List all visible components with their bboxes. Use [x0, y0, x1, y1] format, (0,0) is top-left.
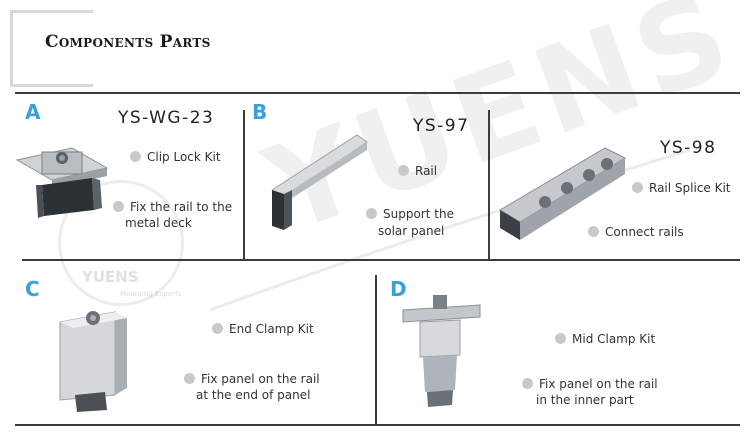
item-desc-a: Fix the rail to the	[113, 199, 232, 215]
watermark-logo-text: YUENS	[82, 268, 139, 286]
item-desc-d: Fix panel on the rail	[522, 376, 658, 392]
item-name-b-text: Rail	[415, 164, 438, 178]
divider-middle	[22, 259, 740, 261]
end-clamp-kit-image	[59, 311, 127, 412]
watermark-logo	[58, 180, 184, 306]
bullet-dot	[130, 151, 141, 162]
model-number-b2: YS-98	[660, 138, 717, 158]
item-desc-a-line1: Fix the rail to the	[130, 200, 233, 214]
mid-clamp-kit-image	[402, 295, 481, 407]
bullet-dot	[522, 378, 533, 389]
item-desc-b-line1: Support the	[383, 207, 454, 221]
item-name-c: End Clamp Kit	[212, 321, 314, 337]
section-letter-d: D	[390, 277, 407, 301]
bullet-dot	[555, 333, 566, 344]
item-desc-d-line2: in the inner part	[536, 393, 634, 407]
divider-bottom	[15, 424, 740, 426]
item-desc-b: Support the	[366, 206, 454, 222]
page-title: Components Parts	[45, 32, 211, 52]
item-desc-c-line2: at the end of panel	[196, 388, 311, 402]
item-name-c-text: End Clamp Kit	[229, 322, 314, 336]
item-desc-a-line2: metal deck	[125, 216, 192, 230]
item-name-b: Rail	[398, 163, 437, 179]
model-number-b: YS-97	[413, 116, 470, 136]
bullet-dot	[184, 373, 195, 384]
rail-image	[271, 134, 368, 230]
watermark-logo-sub: Mounting Experts	[120, 290, 182, 298]
item-name-a-text: Clip Lock Kit	[147, 150, 221, 164]
divider-c-d	[375, 275, 377, 425]
bullet-dot	[366, 208, 377, 219]
item-desc-c-line1: Fix panel on the rail	[201, 372, 320, 386]
clip-lock-kit-image	[15, 147, 109, 218]
item-name-b2-text: Rail Splice Kit	[649, 181, 731, 195]
item-name-b2: Rail Splice Kit	[632, 180, 731, 196]
item-desc-b-line2: solar panel	[378, 224, 445, 238]
header-frame	[10, 10, 93, 87]
item-desc-d-line1: Fix panel on the rail	[539, 377, 658, 391]
divider-a-b	[243, 110, 245, 260]
model-number-a: YS-WG-23	[118, 108, 215, 128]
section-letter-b: B	[252, 100, 268, 124]
rail-splice-kit-image	[499, 147, 627, 240]
item-name-d-text: Mid Clamp Kit	[572, 332, 656, 346]
bullet-dot	[212, 323, 223, 334]
divider-b-b2	[488, 110, 490, 260]
bullet-dot	[632, 182, 643, 193]
item-desc-b2-text: Connect rails	[605, 225, 684, 239]
item-desc-c: Fix panel on the rail	[184, 371, 320, 387]
bullet-dot	[113, 201, 124, 212]
section-letter-c: C	[25, 277, 40, 301]
item-name-a: Clip Lock Kit	[130, 149, 221, 165]
bullet-dot	[398, 165, 409, 176]
section-letter-a: A	[25, 100, 41, 124]
item-desc-b2: Connect rails	[588, 224, 684, 240]
item-name-d: Mid Clamp Kit	[555, 331, 655, 347]
divider-top	[15, 92, 740, 94]
bullet-dot	[588, 226, 599, 237]
